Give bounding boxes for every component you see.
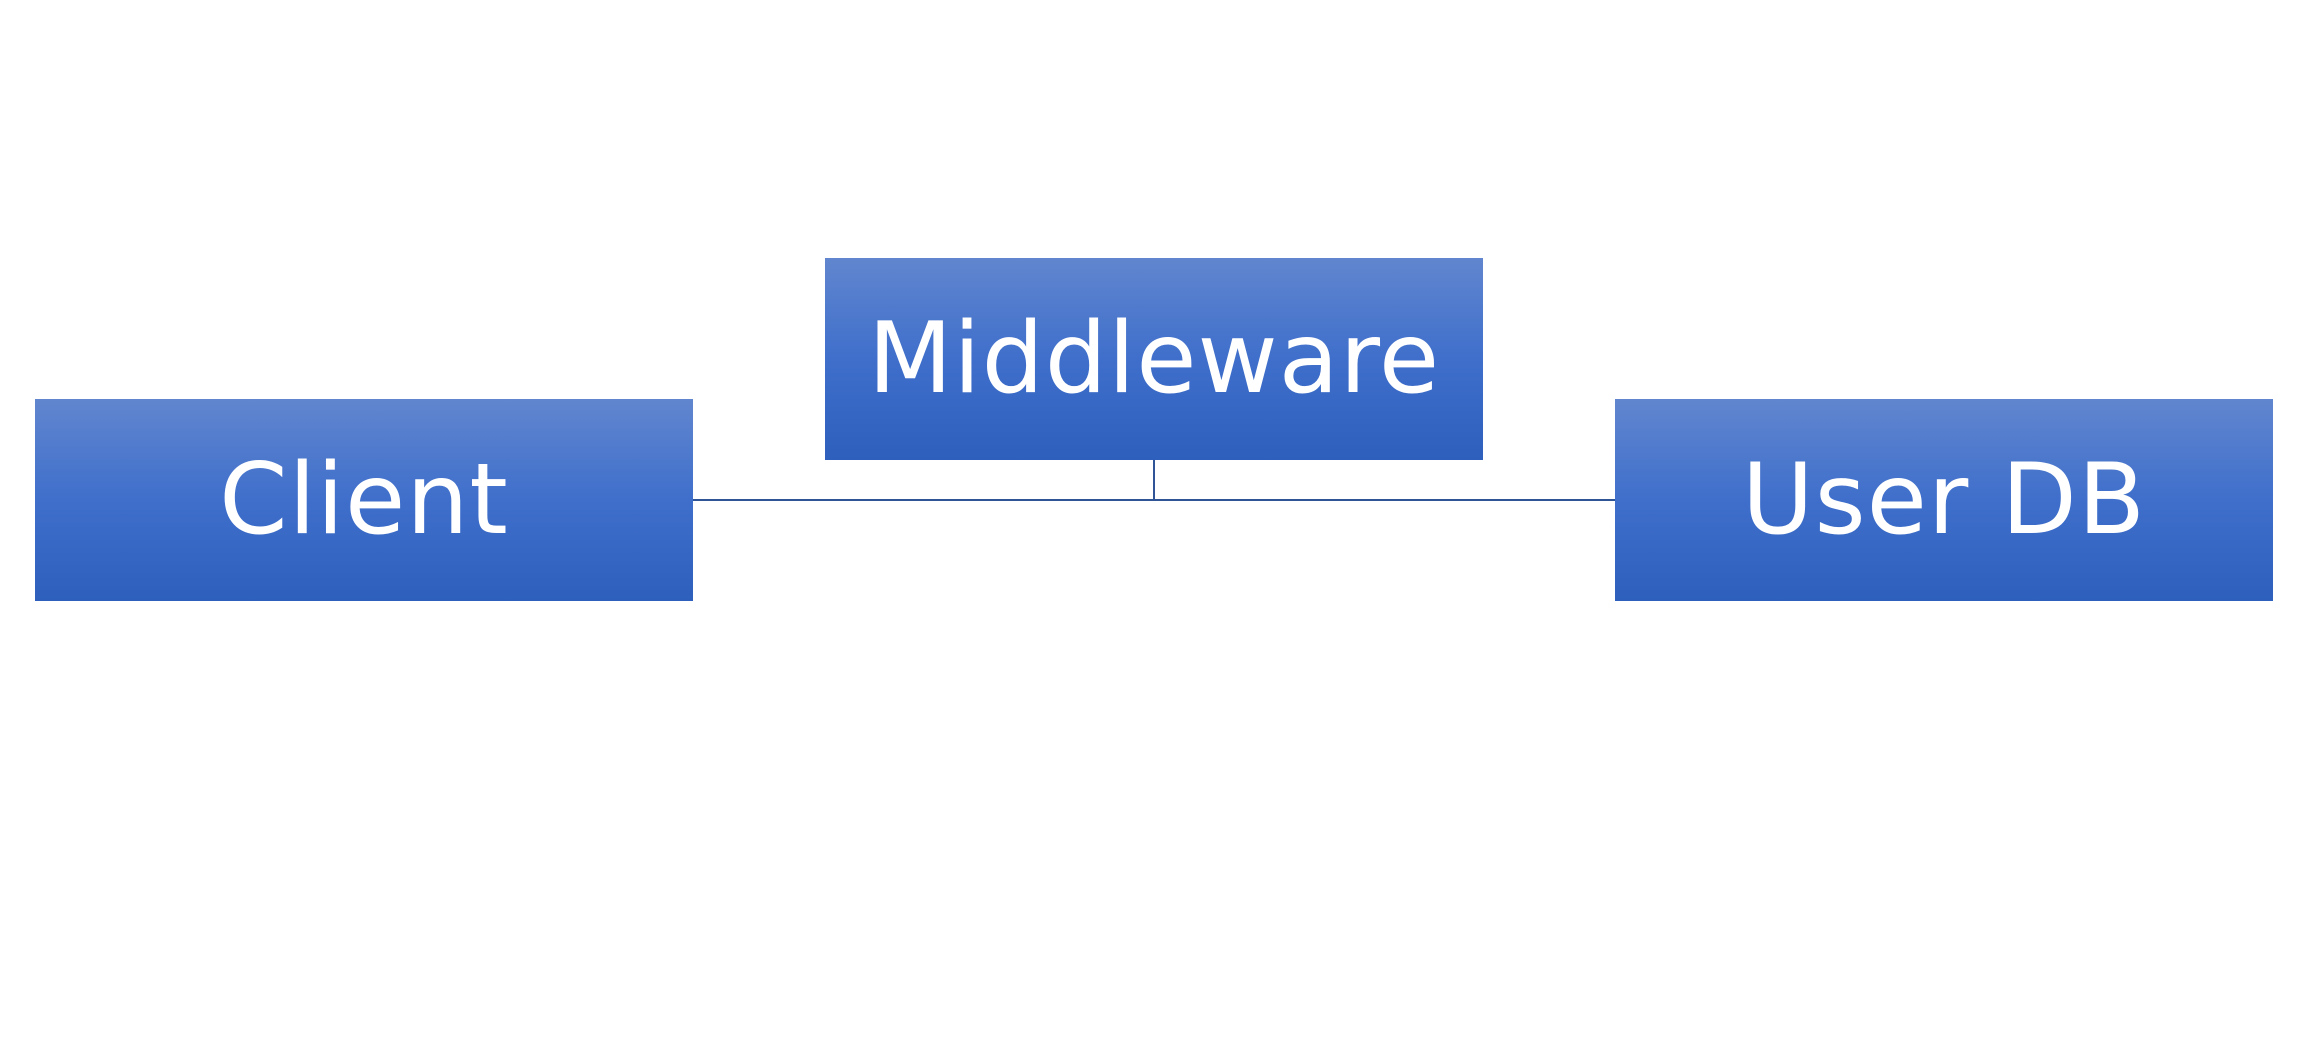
node-client: Client (35, 399, 693, 601)
node-middleware-label: Middleware (867, 302, 1441, 416)
node-middleware: Middleware (825, 258, 1483, 460)
node-userdb: User DB (1615, 399, 2273, 601)
node-client-label: Client (219, 443, 509, 557)
node-userdb-label: User DB (1741, 443, 2147, 557)
